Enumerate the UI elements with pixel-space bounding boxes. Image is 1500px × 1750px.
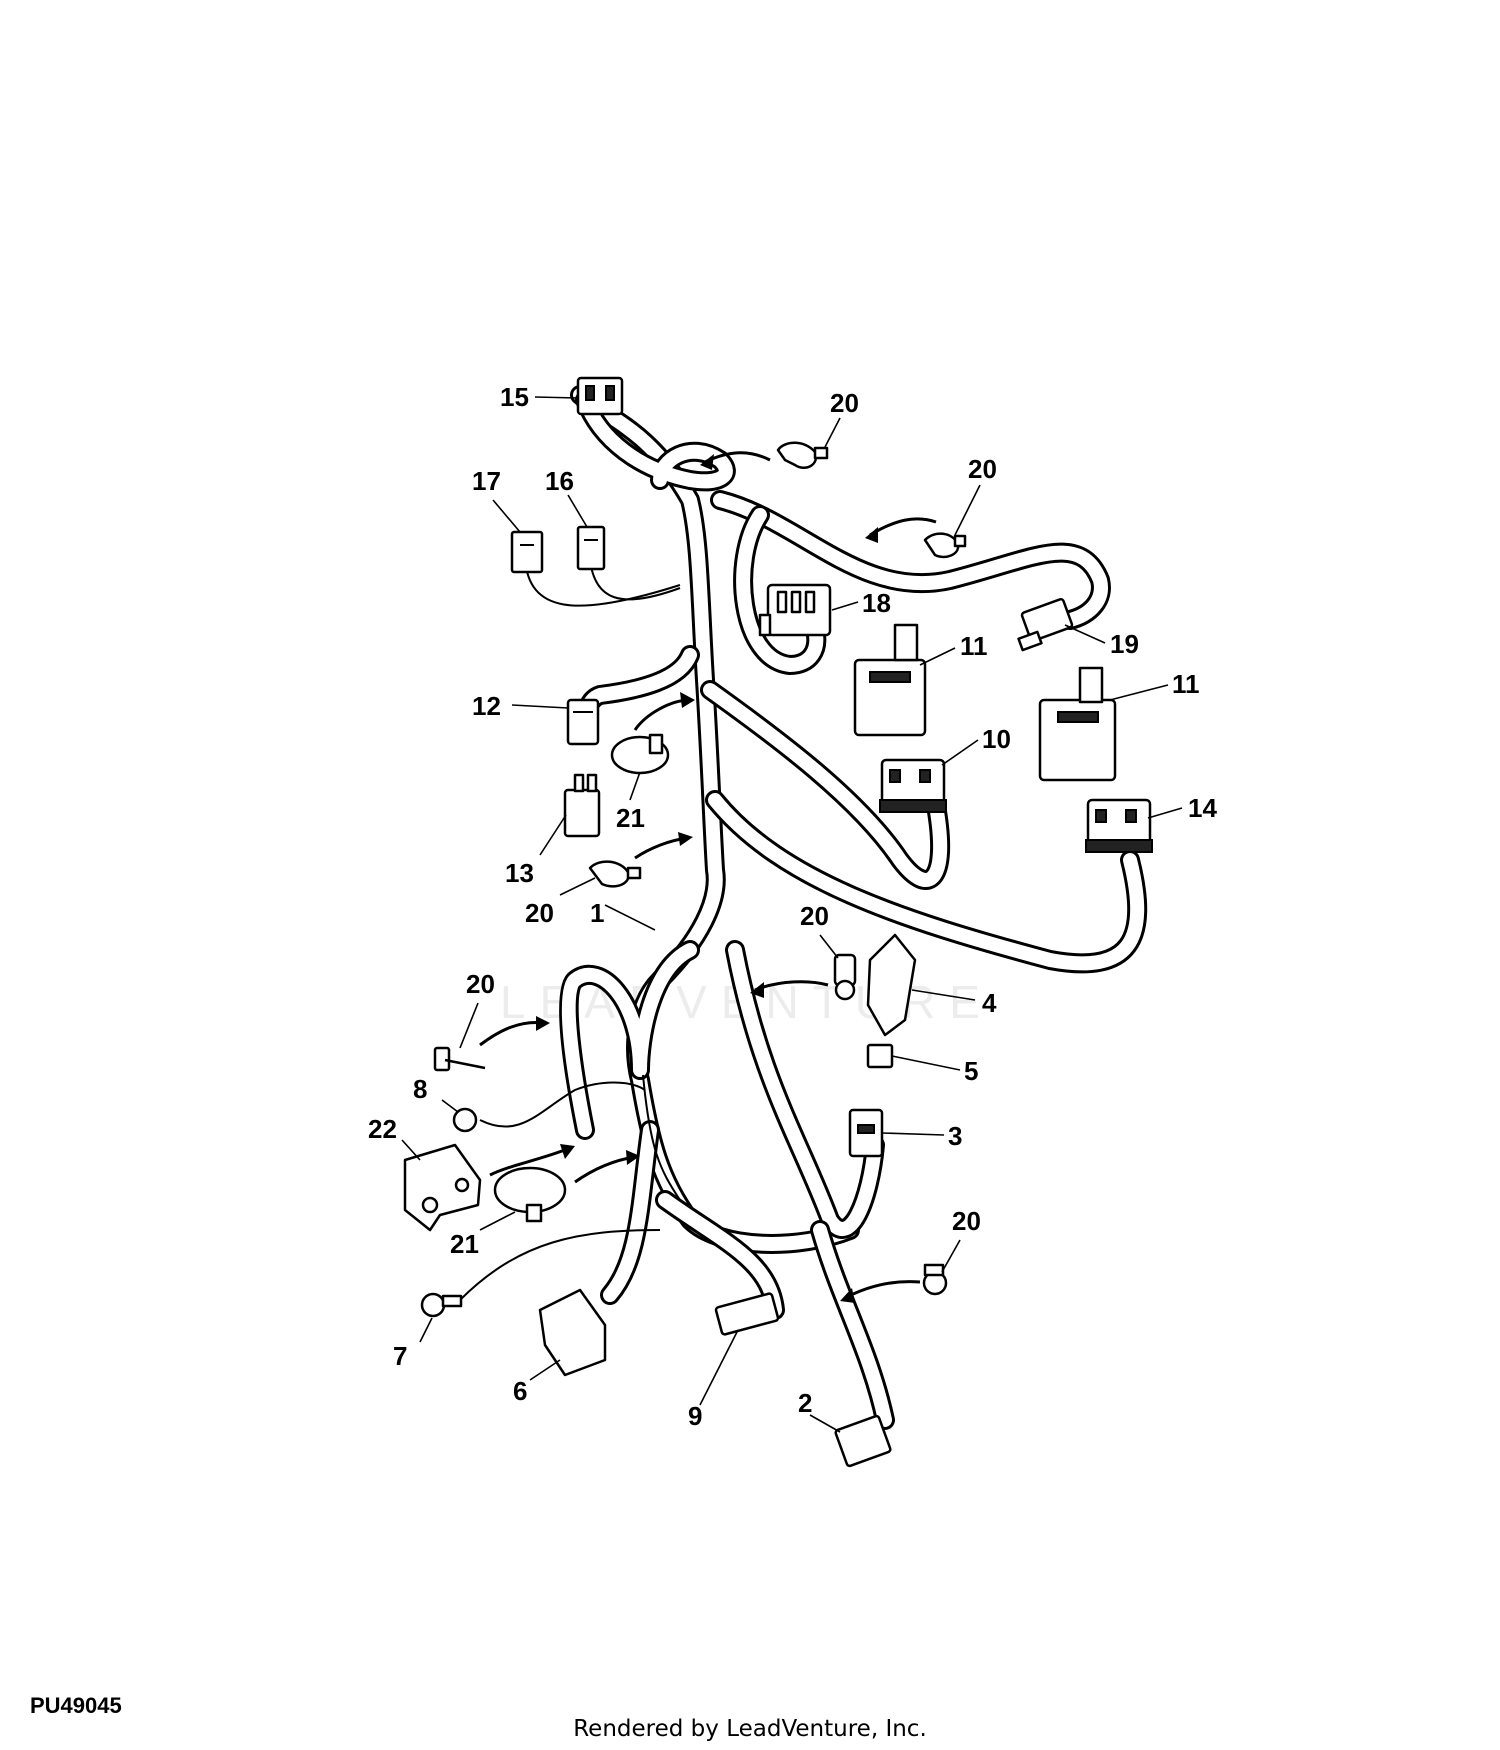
callout-8: 8 (413, 1074, 427, 1104)
part-14-relay-socket (1085, 798, 1153, 853)
callout-20-pushpin: 20 (800, 901, 829, 931)
part-3-connector (848, 1108, 884, 1158)
part-5-fuse (866, 1043, 894, 1069)
part-18-fuse-block (758, 583, 832, 637)
callout-12: 12 (472, 691, 501, 721)
callout-20-lower: 20 (952, 1206, 981, 1236)
callout-10: 10 (982, 724, 1011, 754)
callout-11-left: 11 (960, 631, 988, 661)
callout-16: 16 (545, 466, 574, 496)
callout-22: 22 (368, 1114, 397, 1144)
part-10-relay-socket (879, 758, 947, 813)
part-21a-cable-tie (610, 733, 670, 775)
part-8-ring-terminal (452, 1107, 478, 1133)
callout-20-bolt: 20 (466, 969, 495, 999)
part-21b-cable-tie (493, 1166, 567, 1223)
part-9-connector (714, 1292, 780, 1336)
callout-6: 6 (513, 1376, 527, 1406)
callouts: 15 20 20 17 16 18 11 19 11 12 10 14 21 1… (368, 382, 1217, 1431)
part-19-connector (1017, 597, 1074, 652)
callout-18: 18 (862, 588, 891, 618)
part-20-clip-top (776, 441, 829, 469)
part-20-clip-right (923, 532, 967, 559)
part-20-pushpin-lower (922, 1263, 948, 1296)
callout-20-right: 20 (968, 454, 997, 484)
part-11a-relay (853, 623, 927, 737)
callout-5: 5 (964, 1056, 978, 1086)
part-22-bracket (403, 1143, 482, 1232)
part-20-pushpin (833, 953, 857, 1001)
part-7-ring-terminal (420, 1292, 463, 1318)
render-credit: Rendered by LeadVenture, Inc. (573, 1716, 927, 1742)
callout-20-middle: 20 (525, 898, 554, 928)
part-4-cover (866, 933, 917, 1037)
part-6-connector (538, 1288, 607, 1377)
part-17-connector (510, 530, 544, 574)
arrow-heads (536, 454, 878, 1303)
callout-11-right: 11 (1172, 669, 1200, 699)
part-13-fuse (563, 773, 601, 838)
callout-20-top: 20 (830, 388, 859, 418)
callout-17: 17 (472, 466, 501, 496)
callout-15: 15 (500, 382, 529, 412)
part-15-connector (576, 376, 624, 416)
leader-lines (401, 396, 1183, 1433)
callout-14: 14 (1188, 793, 1217, 823)
callout-2: 2 (798, 1388, 812, 1418)
part-2-connector (834, 1414, 892, 1468)
diagram-code: PU49045 (30, 1693, 122, 1718)
part-20-bolt (433, 1046, 486, 1072)
callout-4: 4 (982, 988, 997, 1018)
callout-9: 9 (688, 1401, 702, 1431)
thin-wires (459, 559, 681, 1301)
callout-1: 1 (590, 898, 604, 928)
callout-13: 13 (505, 858, 534, 888)
part-12-fuse-holder (566, 698, 600, 746)
callout-21-lower: 21 (450, 1229, 479, 1259)
callout-21-upper: 21 (616, 803, 645, 833)
callout-3: 3 (948, 1121, 962, 1151)
harness-wires (558, 385, 1148, 1430)
part-16-connector (576, 525, 606, 571)
callout-19: 19 (1110, 629, 1139, 659)
callout-7: 7 (393, 1341, 407, 1371)
part-20-clip-middle (588, 860, 642, 888)
part-11b-relay (1038, 666, 1117, 782)
